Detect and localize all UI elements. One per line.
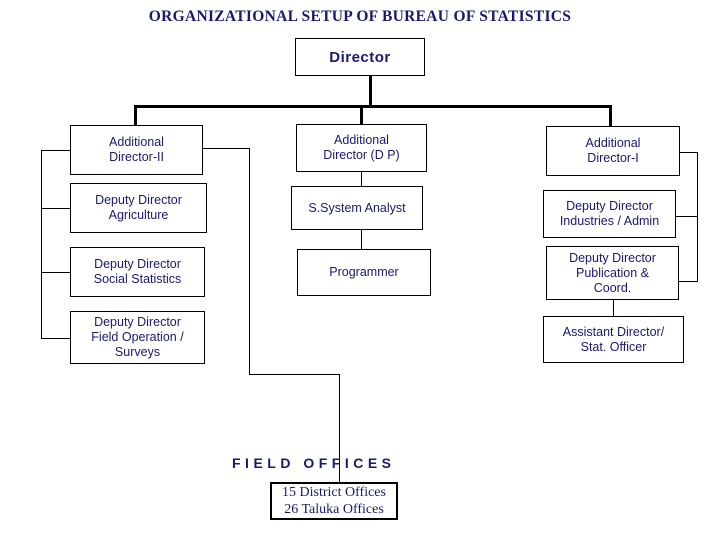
node-deputy-director-publication-coord-label: Deputy Director Publication & Coord. bbox=[569, 250, 656, 295]
node-director-label: Director bbox=[329, 48, 391, 66]
node-additional-director-dp-label: Additional Director (D P) bbox=[323, 133, 400, 162]
connector-left-head-stub bbox=[41, 150, 71, 151]
node-senior-system-analyst-label: S.System Analyst bbox=[308, 200, 406, 215]
node-programmer-label: Programmer bbox=[329, 265, 399, 279]
connector-left-stub-3 bbox=[41, 338, 71, 339]
node-programmer[interactable]: Programmer bbox=[297, 249, 431, 296]
connector-left-stub-1 bbox=[41, 208, 71, 209]
connector-left-stub-2 bbox=[41, 272, 71, 273]
connector-bus-drop-right bbox=[609, 105, 612, 126]
node-deputy-director-agriculture[interactable]: Deputy Director Agriculture bbox=[70, 183, 207, 233]
node-additional-director-dp[interactable]: Additional Director (D P) bbox=[296, 124, 427, 172]
connector-middle-2 bbox=[361, 230, 362, 249]
page-title: ORGANIZATIONAL SETUP OF BUREAU OF STATIS… bbox=[148, 8, 572, 25]
node-senior-system-analyst[interactable]: S.System Analyst bbox=[291, 186, 423, 230]
connector-middle-1 bbox=[361, 172, 362, 187]
connector-left-spine bbox=[41, 150, 42, 338]
node-deputy-director-social-statistics-label: Deputy Director Social Statistics bbox=[93, 257, 182, 286]
node-deputy-director-industries-admin-label: Deputy Director Industries / Admin bbox=[559, 199, 660, 228]
connector-left-to-field-stub bbox=[203, 148, 250, 149]
connector-main-bus bbox=[134, 105, 612, 108]
node-deputy-director-field-operation-label: Deputy Director Field Operation / Survey… bbox=[91, 315, 184, 359]
connector-root-stem bbox=[369, 76, 372, 107]
node-additional-director-i-label: Additional Director-I bbox=[585, 136, 641, 165]
node-deputy-director-social-statistics[interactable]: Deputy Director Social Statistics bbox=[70, 247, 205, 297]
node-additional-director-ii-label: Additional Director-II bbox=[109, 135, 164, 164]
node-director[interactable]: Director bbox=[295, 38, 425, 76]
node-deputy-director-agriculture-label: Deputy Director Agriculture bbox=[95, 193, 182, 222]
connector-left-to-field-down bbox=[249, 148, 250, 375]
connector-right-stub-2 bbox=[679, 281, 698, 282]
connector-bus-drop-middle bbox=[360, 105, 363, 126]
connector-right-stub-1 bbox=[676, 216, 698, 217]
node-field-offices-label: 15 District Offices 26 Taluka Offices bbox=[282, 485, 386, 517]
node-field-offices[interactable]: 15 District Offices 26 Taluka Offices bbox=[270, 482, 398, 520]
node-deputy-director-publication-coord[interactable]: Deputy Director Publication & Coord. bbox=[546, 246, 679, 300]
node-assistant-director-stat-officer-label: Assistant Director/ Stat. Officer bbox=[562, 324, 665, 354]
node-deputy-director-industries-admin[interactable]: Deputy Director Industries / Admin bbox=[543, 190, 676, 238]
connector-field-drop bbox=[339, 374, 340, 484]
node-additional-director-i[interactable]: Additional Director-I bbox=[546, 126, 680, 176]
node-assistant-director-stat-officer[interactable]: Assistant Director/ Stat. Officer bbox=[543, 316, 684, 363]
field-offices-caption: FIELD OFFICES bbox=[232, 455, 396, 471]
connector-bus-drop-left bbox=[134, 105, 137, 126]
node-deputy-director-field-operation[interactable]: Deputy Director Field Operation / Survey… bbox=[70, 311, 205, 364]
connector-right-head-stub bbox=[680, 152, 698, 153]
connector-right-to-assistant bbox=[613, 300, 614, 316]
connector-field-run bbox=[249, 374, 340, 375]
node-additional-director-ii[interactable]: Additional Director-II bbox=[70, 125, 203, 175]
